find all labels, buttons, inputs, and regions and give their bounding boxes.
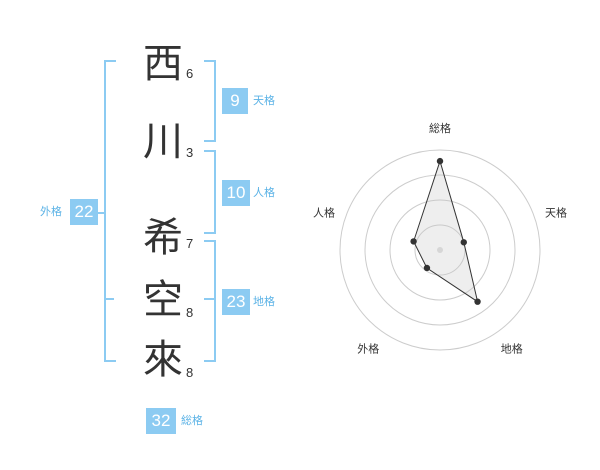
- radar-ring: [364, 174, 516, 326]
- chikaku-label: 地格: [253, 295, 275, 308]
- name-char-4: 空: [143, 277, 183, 323]
- stroke-count-2: 3: [186, 145, 194, 160]
- radar-point: [410, 238, 417, 245]
- name-char-3: 希: [143, 215, 183, 261]
- chikaku-bracket: [204, 240, 216, 362]
- jinkaku-badge: 10: [222, 180, 250, 206]
- tenkaku-label: 天格: [253, 94, 275, 107]
- radar-point: [460, 239, 467, 246]
- stroke-count-4: 8: [186, 305, 194, 320]
- gaikaku-badge: 22: [70, 199, 98, 225]
- radar-point: [423, 264, 431, 272]
- name-char-1: 西: [143, 41, 183, 87]
- name-char-5: 來: [143, 337, 183, 383]
- radar-point: [474, 298, 481, 305]
- chikaku-bracket-tick: [204, 298, 216, 300]
- gaikaku-bracket-tick: [104, 298, 114, 300]
- tenkaku-badge: 9: [222, 88, 248, 114]
- radar-axis-label: 地格: [501, 342, 523, 356]
- stroke-count-1: 6: [186, 66, 194, 81]
- radar-axis-label: 外格: [357, 342, 379, 356]
- stroke-count-3: 7: [186, 236, 194, 251]
- stroke-count-5: 8: [186, 365, 194, 380]
- gaikaku-label: 外格: [40, 205, 62, 218]
- radar-center: [437, 247, 443, 253]
- name-char-2: 川: [143, 119, 183, 165]
- radar-ring: [339, 149, 541, 351]
- radar-axis-label: 人格: [313, 205, 335, 219]
- soukaku-badge: 32: [146, 408, 176, 434]
- jinkaku-label: 人格: [253, 186, 275, 199]
- jinkaku-bracket: [204, 150, 216, 234]
- radar-point: [436, 157, 444, 165]
- tenkaku-bracket: [204, 60, 216, 142]
- chikaku-badge: 23: [222, 289, 250, 315]
- radar-axis-label: 総格: [429, 121, 451, 135]
- radar-ring: [414, 224, 466, 276]
- radar-ring: [389, 199, 491, 301]
- soukaku-label: 総格: [181, 414, 203, 427]
- gaikaku-bracket-stub: [98, 212, 104, 214]
- radar-axis-label: 天格: [545, 205, 567, 219]
- gaikaku-bracket: [104, 60, 116, 362]
- radar-area: [413, 159, 479, 303]
